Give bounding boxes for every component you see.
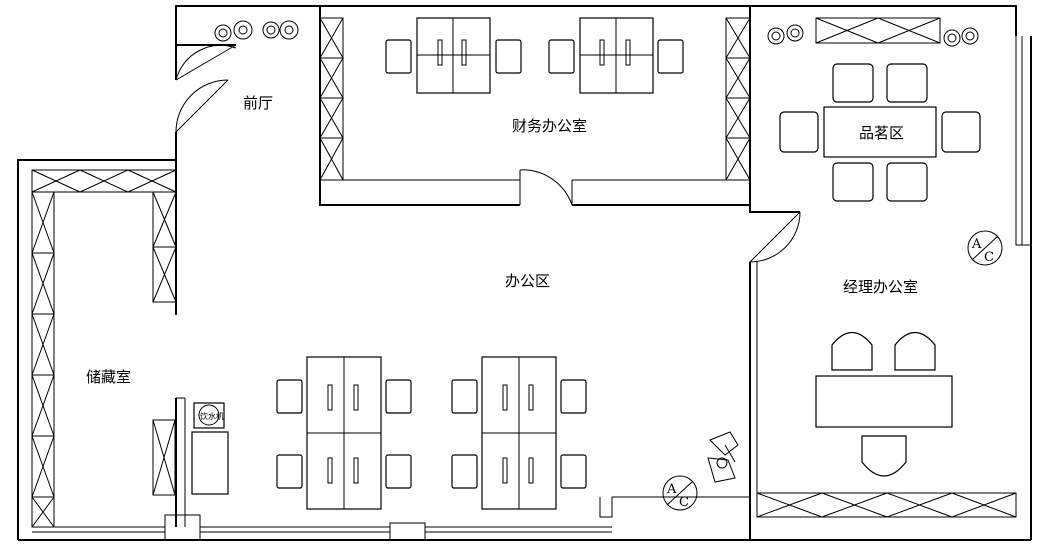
finance-shelf-right xyxy=(725,17,751,181)
room-label-storage: 储藏室 xyxy=(86,368,131,386)
room-label-finance: 财务办公室 xyxy=(512,117,587,135)
ac-unit-office: A C xyxy=(662,475,698,511)
office-desk-cluster-2 xyxy=(451,356,587,510)
outer-walls xyxy=(17,5,1032,541)
manager-desk xyxy=(815,331,953,477)
finance-desk-group-2 xyxy=(548,17,684,94)
room-label-lobby: 前厅 xyxy=(243,94,273,112)
manager-cabinet xyxy=(756,492,1017,518)
tea-plants xyxy=(767,24,979,47)
room-label-manager: 经理办公室 xyxy=(843,278,918,296)
lobby-door xyxy=(175,44,237,133)
ac-label-bottom: C xyxy=(984,250,994,265)
office-bottom-notch xyxy=(599,496,750,518)
storage-shelf-top xyxy=(31,169,177,193)
ac-label-top: A xyxy=(971,237,982,252)
storage-shelf-right xyxy=(152,191,177,303)
manager-walls xyxy=(749,205,1016,540)
storage-shelf-left xyxy=(31,191,55,528)
ac-unit-manager: A C xyxy=(967,230,1003,266)
office-desk-cluster-1 xyxy=(276,356,412,510)
tea-table xyxy=(779,63,981,202)
finance-office-walls xyxy=(319,6,751,206)
storage-inner-wall xyxy=(175,397,186,527)
ac-label-bottom: C xyxy=(679,495,689,510)
ac-label-top: A xyxy=(666,482,677,497)
finance-desk-group-1 xyxy=(385,17,522,94)
water-dispenser-label: 饮水机 xyxy=(200,411,224,421)
storage-small-shelf xyxy=(152,419,176,496)
tea-cabinet-top xyxy=(815,17,941,44)
room-label-tea: 品茗区 xyxy=(859,124,904,142)
room-label-office: 办公区 xyxy=(505,272,550,290)
office-plant xyxy=(707,431,739,483)
plants-top-left xyxy=(214,20,299,42)
finance-shelf-left xyxy=(319,17,344,181)
water-dispenser: 饮水机 xyxy=(191,402,229,495)
